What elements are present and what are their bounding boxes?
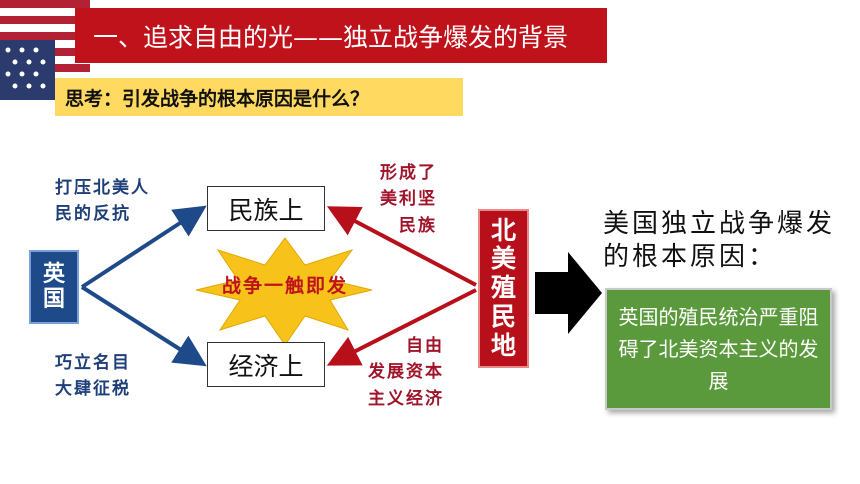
conclusion-title: 美国独立战争爆发的根本原因： <box>603 209 836 272</box>
conclusion-arrow <box>535 252 602 334</box>
note-line: 自由 <box>406 336 444 356</box>
node-colony-char: 北 <box>490 215 516 245</box>
conclusion-box: 英国的殖民统治严重阻碍了北美资本主义的发展 <box>605 288 832 410</box>
node-north-american-colony: 北 美 殖 民 地 <box>478 209 529 368</box>
note-line: 主义经济 <box>368 388 444 409</box>
note-line: 形成了 <box>380 163 437 183</box>
note-line: 民族 <box>399 215 437 236</box>
question-prompt: 思考：引发战争的根本原因是什么？ <box>55 78 463 116</box>
node-britain: 英 国 <box>29 250 79 324</box>
box-national: 民族上 <box>207 186 325 231</box>
note-line: 巧立名目 <box>55 353 131 373</box>
arrow-britain-to-economic <box>80 285 207 367</box>
note-line: 美利坚 <box>380 189 437 210</box>
note-line: 发展资本 <box>368 362 444 383</box>
arrow-colony-to-economic <box>326 288 477 366</box>
node-britain-char: 英 <box>42 261 65 287</box>
arrow-colony-to-national <box>326 206 477 287</box>
note-suppress-resistance: 打压北美人 民的反抗 <box>55 175 150 228</box>
note-heavy-taxation: 巧立名目 大肆征税 <box>55 350 131 403</box>
arrow-britain-to-national <box>80 205 207 289</box>
node-britain-char: 国 <box>42 287 65 312</box>
war-burst-label: 战争一触即发 <box>221 275 348 297</box>
note-line: 大肆征税 <box>55 379 131 400</box>
node-colony-char: 殖 <box>490 273 516 303</box>
node-colony-char: 美 <box>490 244 516 274</box>
node-colony-char: 民 <box>490 301 516 331</box>
box-economic: 经济上 <box>207 342 325 387</box>
node-colony-char: 地 <box>490 330 516 360</box>
note-line: 民的反抗 <box>55 204 131 225</box>
note-capitalist-economy: 自由 发展资本 主义经济 <box>368 333 444 412</box>
note-american-nation: 形成了 美利坚 民族 <box>380 160 437 239</box>
note-line: 打压北美人 <box>55 178 150 198</box>
page-title: 一、追求自由的光——独立战争爆发的背景 <box>75 8 607 63</box>
